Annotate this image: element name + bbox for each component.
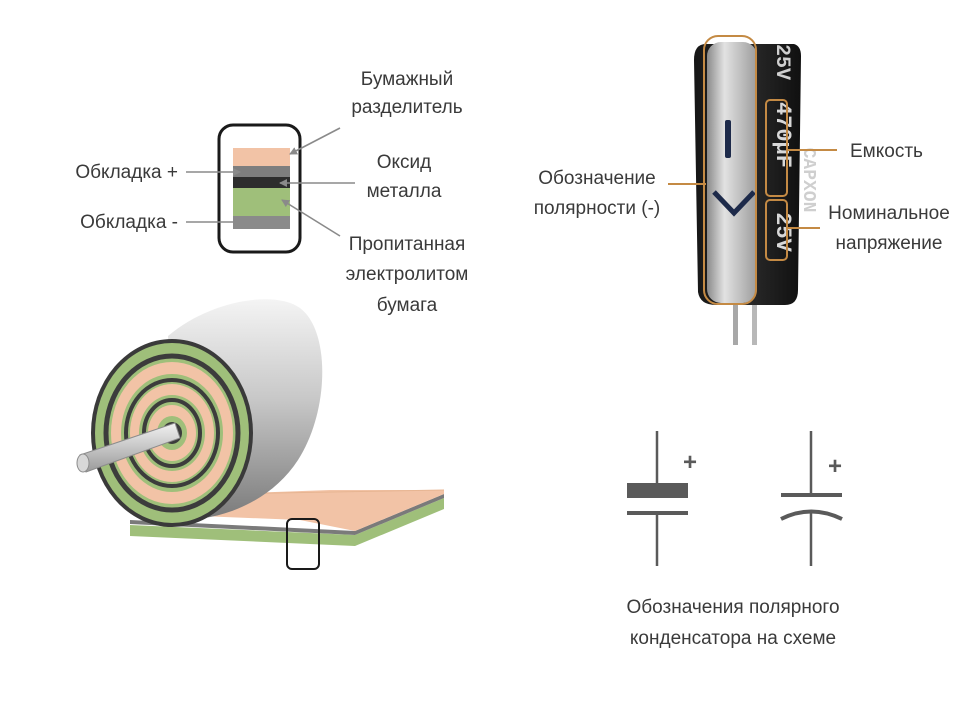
- label-polarity-line1: Обозначение: [538, 168, 656, 189]
- strip-edge-gray: [130, 494, 444, 535]
- label-impregnated-line3: бумага: [377, 295, 438, 316]
- label-schematic-line2: конденсатора на схеме: [630, 628, 836, 649]
- label-paper-separator-line1: Бумажный: [361, 69, 453, 90]
- polarity-marking-arrow: [712, 190, 756, 217]
- symbol-positive-plate-filled: [627, 483, 688, 498]
- schematic-symbol-curved: +: [780, 431, 843, 566]
- symbol-positive-plate-line: [781, 493, 842, 497]
- callout-polarity-box: [703, 35, 757, 305]
- inset-labels: Бумажный разделитель Обкладка + Обкладка…: [75, 69, 468, 316]
- label-impregnated-line2: электролитом: [346, 264, 469, 285]
- symbol-negative-plate-curved: [780, 509, 843, 521]
- label-voltage-line1: Номинальное: [828, 203, 950, 224]
- symbol-plus-sign-2: +: [828, 453, 842, 480]
- label-impregnated-line1: Пропитанная: [349, 234, 466, 255]
- label-polarity-line2: полярности (-): [534, 198, 661, 219]
- callout-voltage-box: [765, 199, 788, 261]
- symbol-plus-sign-1: +: [683, 449, 697, 476]
- leader-paper-separator: [289, 127, 341, 155]
- capacitor-lead-right: [752, 300, 757, 345]
- strip-edge-green: [130, 498, 444, 546]
- polarity-stripe: [707, 42, 757, 303]
- capacitor-lead-left: [733, 300, 738, 345]
- electrolytic-capacitor: 470µF 25V 25V CAPXON: [694, 42, 818, 345]
- label-plate-minus: Обкладка -: [80, 212, 178, 233]
- capacitor-marking-voltage-top: 25V: [770, 44, 793, 80]
- schematic-symbol-straight: +: [627, 431, 697, 566]
- callout-capacitance-box: [765, 99, 788, 197]
- capacitor-marking-capacitance: 470µF: [770, 102, 795, 168]
- label-schematic-line1: Обозначения полярного: [626, 597, 839, 618]
- layer-electrolyte-paper: [233, 188, 290, 216]
- leader-impregnated-paper: [281, 199, 341, 237]
- capacitor-callouts: [668, 35, 837, 305]
- inset-leader-lines: [186, 127, 355, 237]
- label-oxide-line2: металла: [367, 181, 442, 202]
- rolled-capacitor: [76, 299, 445, 570]
- layer-paper-top: [233, 148, 290, 166]
- schematic-caption: Обозначения полярного конденсатора на сх…: [626, 597, 839, 649]
- label-plate-plus: Обкладка +: [75, 162, 178, 183]
- capacitor-labels: Обозначение полярности (-) Емкость Номин…: [534, 141, 950, 254]
- layer-plate-plus: [233, 166, 290, 177]
- capacitor-marking-brand: CAPXON: [798, 148, 818, 213]
- layer-oxide: [233, 177, 290, 188]
- symbol-negative-plate: [627, 511, 688, 515]
- polarity-marking-dash: [725, 120, 731, 158]
- layer-cross-section: [217, 123, 302, 254]
- layer-plate-minus: [233, 216, 290, 229]
- strip-detail-frame: [286, 518, 320, 570]
- label-voltage-line2: напряжение: [836, 233, 943, 254]
- label-capacity: Емкость: [850, 141, 923, 162]
- capacitor-marking-voltage: 25V: [770, 212, 795, 252]
- label-paper-separator-line2: разделитель: [351, 97, 462, 118]
- roll-center-pin: [76, 422, 181, 473]
- label-oxide-line1: Оксид: [377, 152, 432, 173]
